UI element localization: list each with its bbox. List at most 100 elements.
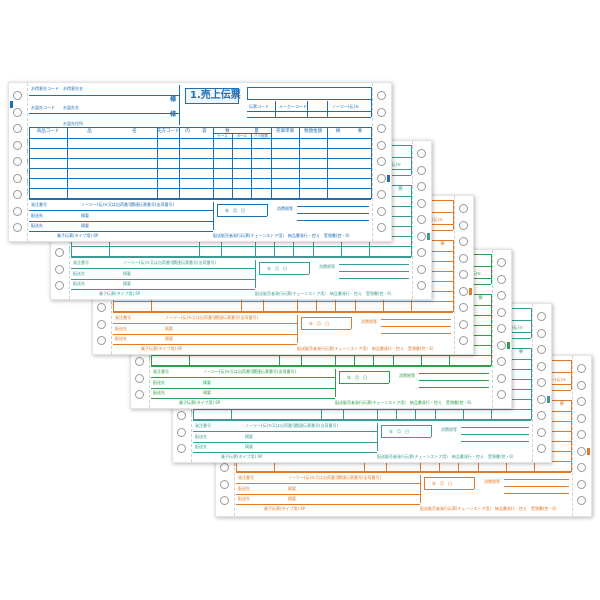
tractor-hole-icon [220,463,229,472]
tractor-hole-icon [417,215,426,224]
tractor-hole-icon [55,281,64,290]
rule-line [301,317,351,318]
column-header: 商品コード [36,129,60,134]
label-memo-2: 摘要 [81,223,89,228]
tractor-hole-icon [537,328,546,338]
rule-line [29,231,213,232]
label-ship-to: 配送先 [153,380,165,385]
tractor-hole-icon [497,307,506,317]
tractor-hole-icon [497,274,506,284]
rule-line [351,317,352,329]
label-memo: 摘要 [245,434,253,439]
rule-line [301,329,351,330]
column-header: 数 [225,129,230,134]
label-memo: 摘要 [81,213,89,218]
bottom-note: 配送販売者発行伝票(チェーンストア用) 納品書発行・控え 受領書(控・6) [297,346,434,351]
column-header: 量 [254,129,259,134]
product-name: 業子伝票(タイプ用) 6P [57,233,99,238]
rule-line [71,268,255,269]
column-header: 品 [87,129,92,134]
rule-line [193,431,377,432]
label-delivery-address: お届先住所 [63,121,83,126]
rule-line [275,101,276,117]
rule-line [67,127,68,199]
tractor-hole-icon [177,444,186,453]
tractor-hole-icon [497,357,506,366]
tractor-hole-icon [459,237,468,246]
rule-line [299,127,300,199]
tractor-hole-icon [577,364,586,373]
label-tax: 消費税等 [484,479,500,484]
label-order-no: 発注番号 [153,369,169,374]
rule-line [339,383,389,384]
tractor-hole-icon [13,206,22,216]
label-ship-no: ノーツー(伝)Ｎ又は出荷番号 [123,260,175,265]
tractor-hole-icon [135,390,144,399]
label-order-no: 発注番号 [115,315,131,320]
label-memo: 摘要 [123,271,131,276]
tractor-hole-icon [417,165,426,175]
column-header: 先方コード [157,129,180,134]
rule-line [571,400,572,472]
tractor-strip-right [454,196,473,354]
label-memo: 摘要 [165,326,173,331]
tractor-hole-icon [497,324,506,333]
rule-line [491,294,492,366]
column-header: 要 [440,242,445,247]
label-order-no: 発注番号 [31,202,47,207]
rule-line [236,472,571,473]
tractor-hole-icon [459,204,468,213]
row-number: 6 [191,410,193,415]
edge-color-mark [587,448,590,455]
rule-line [247,111,371,112]
label-ship-to: 配送先 [195,434,207,439]
column-header: 内 [185,129,190,134]
label-delivery-code: お届先コード [31,105,55,110]
column-header: 要 [518,350,524,355]
rule-line [247,87,371,88]
label-ship-no: ノーツー(伝)Ｎ又は出荷番号 [81,202,133,207]
label-related-slip: 関連伝票番号(出荷番号) [253,369,297,374]
label-tax: 消費税等 [319,264,335,269]
rule-line [179,85,180,125]
tractor-hole-icon [417,149,426,158]
label-date: 年 月 日 [225,208,245,213]
tractor-hole-icon [177,427,186,437]
rule-line [371,87,372,117]
label-ship-to-2: 配送先 [73,281,85,286]
row-number: 3 [27,159,29,164]
rule-line [259,274,309,275]
tractor-hole-icon [135,357,144,366]
rule-line [371,127,372,199]
label-memo-2: 摘要 [123,281,131,286]
product-name: 業子伝票(タイプ用) 6P [141,346,183,351]
tractor-hole-icon [97,303,106,312]
qty-subheader: ボール [236,134,248,138]
edge-color-mark [387,175,390,182]
rule-line [71,279,255,280]
column-header: 要 [398,187,403,192]
tractor-hole-icon [537,312,546,321]
rule-line [247,87,248,99]
label-order-no: 発注番号 [73,260,89,265]
rule-line [247,99,371,100]
rule-line [424,477,425,489]
label-customer-name: お得意先名 [63,86,83,91]
tractor-hole-icon [377,157,386,166]
label-ship-to: 配送先 [31,213,43,218]
label-customer-code: お得意先コード [31,86,59,91]
label-date: 年 月 日 [389,429,409,434]
rule-line [424,489,474,490]
rule-line [213,127,214,199]
tractor-hole-icon [417,248,426,257]
rule-line [71,257,411,258]
tractor-hole-icon [497,291,506,300]
edge-color-mark [469,288,472,295]
tractor-hole-icon [13,157,22,166]
tractor-hole-icon [13,124,22,133]
row-number: 6 [111,302,113,307]
rule-line [29,127,371,128]
tractor-hole-icon [577,463,586,472]
tractor-hole-icon [13,91,22,100]
rule-line [431,425,432,437]
